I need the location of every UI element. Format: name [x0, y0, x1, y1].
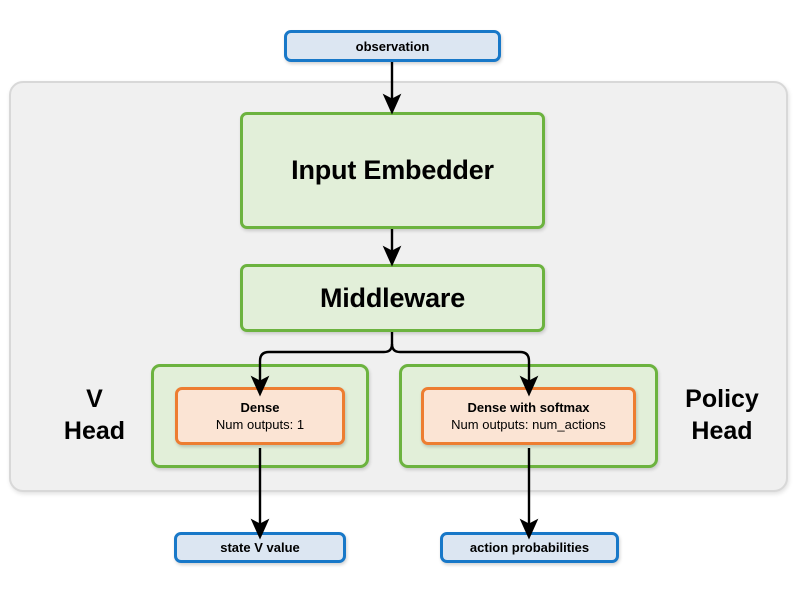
label-v-head-line2: Head: [63, 417, 126, 445]
node-input-embedder-label: Input Embedder: [291, 155, 494, 185]
node-v-dense-title: Dense: [240, 400, 280, 415]
node-policy-dense-title: Dense with softmax: [467, 400, 590, 415]
node-action-probabilities[interactable]: action probabilities: [440, 532, 619, 563]
node-v-dense[interactable]: Dense Num outputs: 1: [175, 387, 345, 445]
node-input-embedder[interactable]: Input Embedder: [240, 112, 545, 229]
label-policy-head-line1: Policy: [685, 385, 759, 413]
node-state-v-value[interactable]: state V value: [174, 532, 346, 563]
node-policy-dense-subtitle: Num outputs: num_actions: [451, 417, 606, 432]
label-policy-head-line2: Head: [691, 417, 753, 445]
node-action-probabilities-label: action probabilities: [469, 540, 590, 555]
node-observation[interactable]: observation: [284, 30, 501, 62]
node-v-dense-subtitle: Num outputs: 1: [215, 417, 305, 432]
label-v-head: V Head: [42, 383, 147, 447]
node-middleware-label: Middleware: [319, 282, 466, 313]
node-observation-label: observation: [355, 38, 430, 54]
node-middleware[interactable]: Middleware: [240, 264, 545, 332]
label-v-head-line1: V: [86, 385, 103, 413]
label-policy-head: Policy Head: [662, 383, 782, 447]
node-state-v-value-label: state V value: [220, 540, 300, 555]
node-policy-dense[interactable]: Dense with softmax Num outputs: num_acti…: [421, 387, 636, 445]
